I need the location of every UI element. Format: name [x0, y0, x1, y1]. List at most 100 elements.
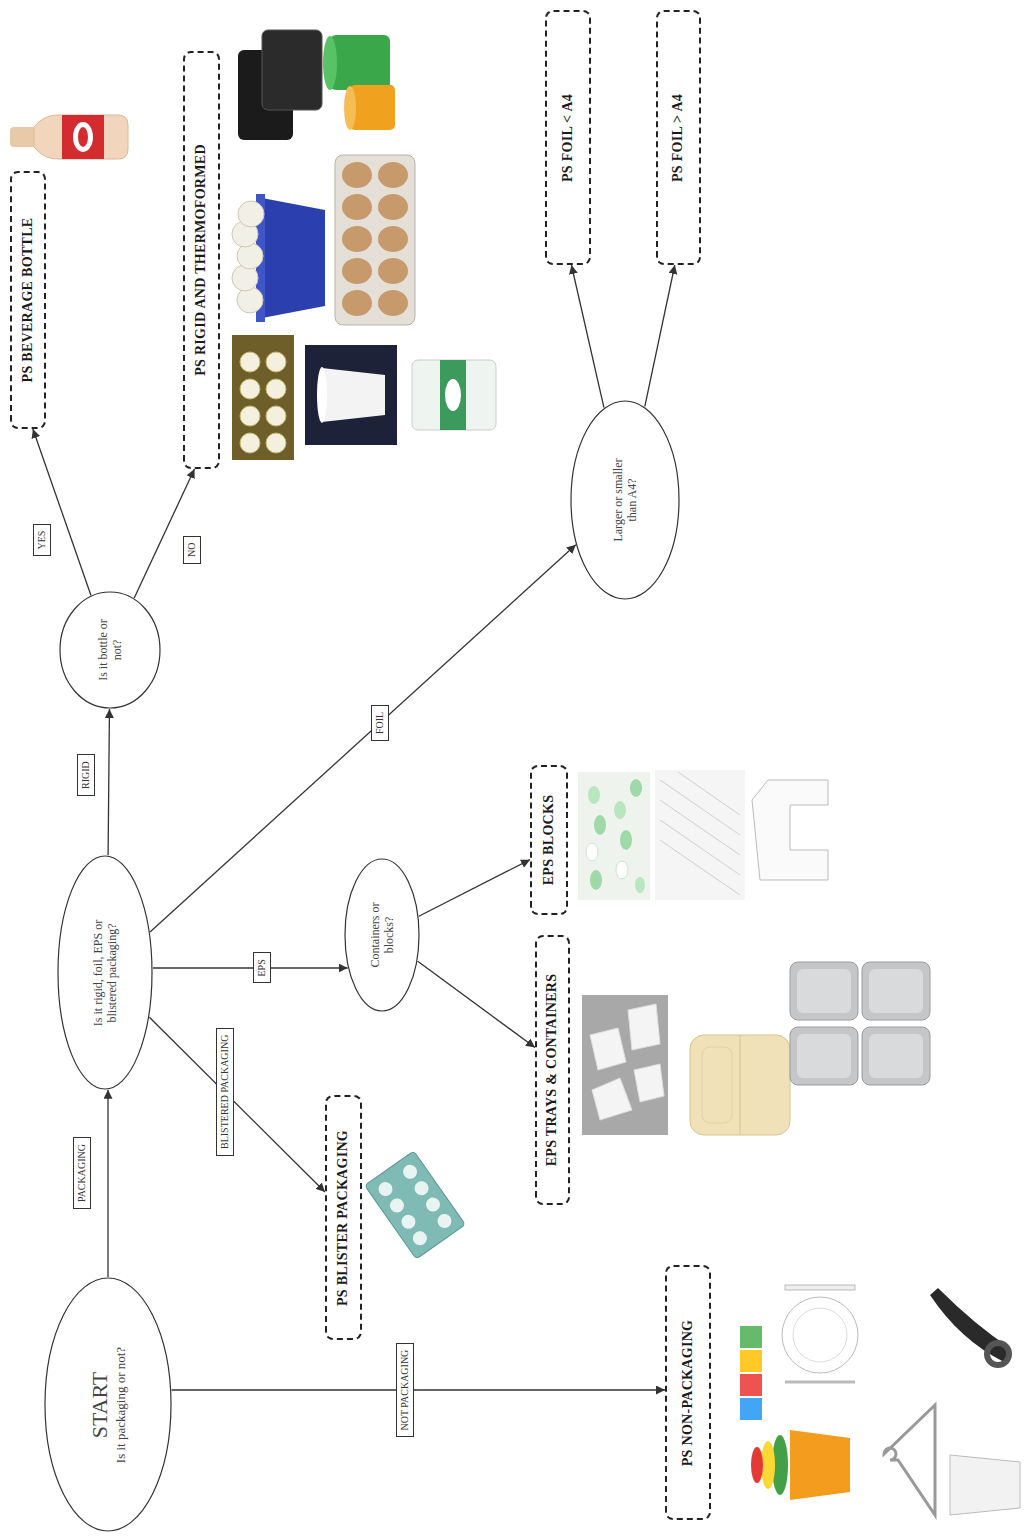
node-text: Containers or blocks? — [368, 885, 397, 985]
gold-tray-photo — [240, 433, 260, 453]
node-text: START — [87, 1345, 113, 1465]
text-group: Is it bottle or not? — [96, 618, 125, 682]
edge-label: PACKAGING — [73, 1137, 91, 1209]
packing-peanuts-photo — [590, 870, 602, 890]
edge-label: EPS — [253, 952, 271, 983]
connector-arrow — [153, 967, 348, 968]
egg-carton-photo — [378, 226, 408, 252]
ellipse-shape — [571, 401, 679, 599]
category-box: PS FOIL < A4 — [545, 11, 591, 266]
foam-pieces-photo — [590, 1028, 626, 1070]
packing-peanuts-photo — [630, 779, 642, 797]
cups-photo — [323, 36, 337, 90]
yogurt-pot-photo — [440, 360, 466, 430]
gold-tray-photo — [240, 379, 260, 399]
edge-label: YES — [33, 524, 51, 557]
foam-trays-photo — [790, 1027, 858, 1085]
node-text: PS NON-PACKAGING — [680, 1320, 697, 1466]
start-ellipse: STARTIs it packaging or not? — [44, 1278, 172, 1533]
tool-photo — [987, 1343, 1009, 1365]
foam-trays-photo — [862, 962, 930, 1020]
decision-ellipse: Larger or smaller than A4? — [570, 400, 680, 600]
gold-tray-photo — [232, 335, 294, 460]
foam-trays-photo — [790, 962, 930, 1085]
text-group: PS FOIL < A4 — [560, 94, 577, 182]
node-text: EPS BLOCKS — [541, 795, 558, 886]
category-box: PS BEVERAGE BOTTLE — [10, 171, 46, 429]
category-box: PS NON-PACKAGING — [665, 1266, 711, 1521]
gold-tray-photo — [266, 433, 286, 453]
category-box: PS BLISTER PACKAGING — [325, 1096, 362, 1341]
text-group: STARTIs it packaging or not? — [87, 1345, 129, 1465]
node-text: Is it packaging or not? — [113, 1345, 129, 1465]
packing-peanuts-photo — [594, 815, 606, 835]
connector-arrow — [571, 265, 604, 408]
foam-trays-photo — [869, 969, 923, 1013]
packing-peanuts-photo — [620, 830, 632, 850]
tool-photo — [930, 1288, 1010, 1362]
foam-sheets-photo — [660, 800, 740, 855]
node-text: PS BLISTER PACKAGING — [335, 1130, 352, 1306]
hanger-photo — [884, 1405, 935, 1515]
text-group: Larger or smaller than A4? — [611, 452, 640, 548]
text-group: EPS TRAYS & CONTAINERS — [544, 974, 561, 1167]
plastic-cup-photo — [950, 1455, 1020, 1515]
gold-tray-photo — [240, 406, 260, 426]
packing-peanuts-photo — [635, 877, 645, 893]
beverage-bottle-photo — [10, 127, 36, 147]
connector-arrow — [108, 709, 109, 855]
blister-pack-photo — [410, 1228, 429, 1247]
gold-tray-photo — [240, 352, 260, 372]
edge-label: NO — [183, 536, 201, 564]
node-text: EPS TRAYS & CONTAINERS — [544, 974, 561, 1167]
category-box: EPS TRAYS & CONTAINERS — [535, 935, 570, 1205]
foam-trays-photo — [862, 1027, 930, 1085]
connector-arrow — [107, 1090, 108, 1277]
node-text: PS FOIL > A4 — [670, 94, 687, 182]
packing-peanuts-photo — [586, 843, 598, 861]
blister-pack-photo — [365, 1151, 466, 1259]
edge-label: FOIL — [371, 705, 389, 741]
blister-pack-photo — [399, 1212, 418, 1231]
blister-pack-photo — [423, 1195, 442, 1214]
connector-arrow — [419, 860, 530, 917]
toys-photo — [761, 1441, 775, 1489]
cups-photo — [323, 35, 395, 130]
yogurt-cup-photo — [317, 367, 327, 423]
foam-clamshell-photo — [690, 1035, 790, 1135]
black-clamshell-photo — [238, 30, 322, 140]
text-group: PS RIGID AND THERMOFORMED — [193, 144, 210, 376]
yogurt-pot-photo — [445, 379, 461, 411]
foam-sheets-photo — [660, 820, 740, 875]
text-group: PS NON-PACKAGING — [680, 1320, 697, 1466]
egg-carton-photo — [378, 162, 408, 188]
yogurt-cup-photo — [322, 368, 385, 422]
connector-arrow — [418, 961, 535, 1047]
cups-photo — [344, 86, 356, 130]
ellipse-shape — [58, 857, 152, 1090]
foam-sheets-photo — [655, 770, 745, 900]
edge-label: BLISTERED PACKAGING — [216, 1028, 234, 1156]
packing-peanuts-photo — [578, 772, 650, 900]
text-group: PS BEVERAGE BOTTLE — [20, 218, 37, 383]
toys-photo — [790, 1430, 850, 1500]
foam-pieces-photo — [634, 1064, 664, 1102]
egg-carton-photo — [335, 155, 415, 325]
packing-peanuts-photo — [616, 861, 628, 879]
foam-sheets-photo — [660, 840, 740, 895]
yogurt-cup-photo — [305, 345, 397, 445]
node-text: PS BEVERAGE BOTTLE — [20, 218, 37, 383]
blister-pack-photo — [376, 1179, 395, 1198]
packing-peanuts-photo — [578, 772, 650, 900]
category-box: PS FOIL > A4 — [656, 11, 701, 266]
node-text: PS FOIL < A4 — [560, 94, 577, 182]
hanger-photo — [884, 1405, 935, 1515]
black-clamshell-photo — [262, 30, 322, 110]
text-group: PS FOIL > A4 — [670, 94, 687, 182]
category-box: EPS BLOCKS — [530, 765, 568, 915]
foam-sheets-photo — [660, 780, 740, 835]
ellipse-shape — [345, 859, 419, 1011]
